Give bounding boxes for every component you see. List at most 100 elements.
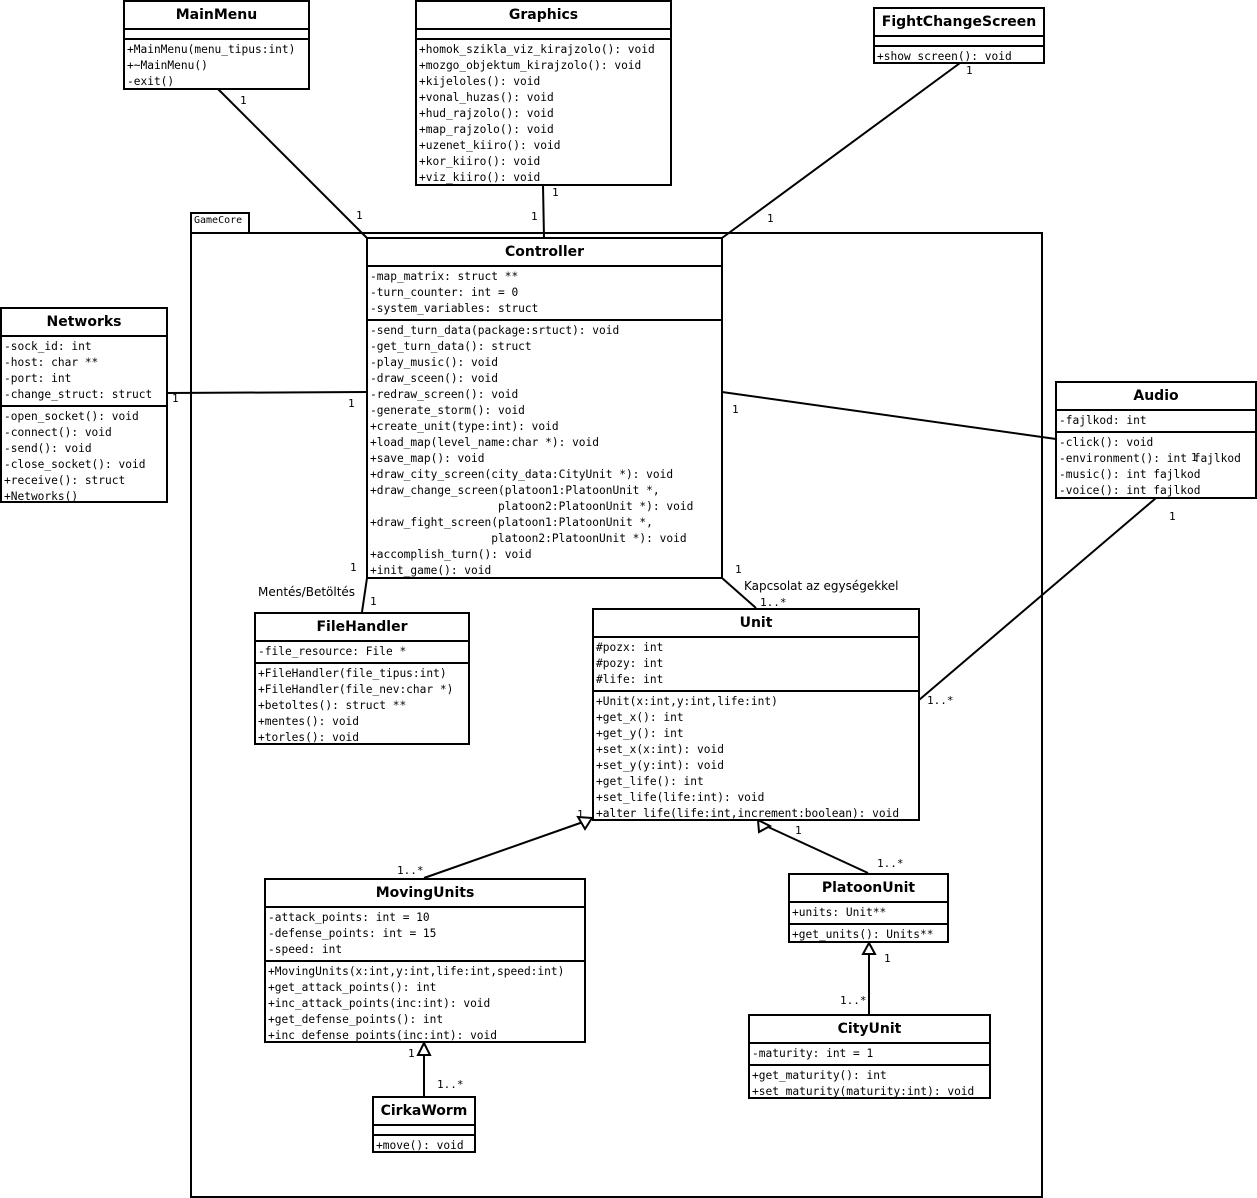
operation: +mentes(): void: [258, 715, 360, 728]
attribute: -map_matrix: struct **: [370, 270, 519, 283]
class-unit[interactable]: Unit#pozx: int#pozy: int#life: int+Unit(…: [592, 608, 920, 821]
mult-label: 1: [240, 94, 247, 107]
attribute: -port: int: [4, 372, 72, 385]
gen-platoonunit-unit: [765, 825, 869, 874]
operations-compartment: +move(): void: [374, 1136, 474, 1156]
operation: -send_turn_data(package:srtuct): void: [370, 324, 620, 337]
class-filehandler[interactable]: FileHandler-file_resource: File *+FileHa…: [254, 612, 470, 745]
operations-compartment: -open_socket(): void -connect(): void -sen…: [2, 407, 166, 507]
attributes-compartment: #pozx: int #pozy: int #life: int: [594, 638, 918, 692]
class-name: Networks: [2, 309, 166, 337]
attribute: #pozy: int: [596, 657, 664, 670]
attribute: -sock_id: int: [4, 340, 92, 353]
class-networks[interactable]: Networks -sock_id: int -host: char ** -port…: [0, 307, 168, 503]
attributes-compartment: [125, 30, 308, 40]
operation: +kijeloles(): void: [419, 75, 541, 88]
operations-compartment: +FileHandler(file_tipus:int)+FileHandler…: [256, 664, 468, 748]
mult-label: 1: [350, 561, 357, 574]
gen-movingunits-unit: [423, 821, 584, 879]
mult-label: 1: [348, 397, 355, 410]
operations-compartment: +get_units(): Units**: [790, 925, 947, 945]
attribute: +units: Unit**: [792, 906, 887, 919]
mult-label: 1..*: [877, 857, 904, 870]
operation: +inc_defense_points(inc:int): void: [268, 1029, 498, 1042]
operation: -open_socket(): void: [4, 410, 139, 423]
mult-label: 1: [767, 212, 774, 225]
operation: +draw_fight_screen(platoon1:PlatoonUnit …: [370, 516, 687, 545]
mult-label: 1: [577, 808, 584, 821]
operations-compartment: +get_maturity(): int+set_maturity(maturi…: [750, 1066, 989, 1102]
operation: -send(): void: [4, 442, 92, 455]
attribute: #pozx: int: [596, 641, 664, 654]
attributes-compartment: -maturity: int = 1: [750, 1044, 989, 1066]
operation: -close_socket(): void: [4, 458, 146, 471]
operation: +set_x(x:int): void: [596, 743, 724, 756]
class-audio[interactable]: Audio-fajlkod: int-click(): void-environ…: [1055, 381, 1257, 499]
operation: +MovingUnits(x:int,y:int,life:int,speed:…: [268, 965, 565, 978]
operation: +vonal_huzas(): void: [419, 91, 554, 104]
attribute: -change_struct: struct: [4, 388, 153, 401]
operation: +receive(): struct: [4, 474, 126, 487]
attribute: -host: char **: [4, 356, 99, 369]
operation: +map_rajzolo(): void: [419, 123, 554, 136]
attributes-compartment: [875, 37, 1043, 47]
package-body: [190, 232, 1043, 1198]
operation: +move(): void: [376, 1139, 464, 1152]
operation: +get_x(): int: [596, 711, 684, 724]
class-graphics[interactable]: Graphics+homok_szikla_viz_kirajzolo(): v…: [415, 0, 672, 186]
operations-compartment: +MainMenu(menu_tipus:int)+~MainMenu()-ex…: [125, 40, 308, 92]
class-cityunit[interactable]: CityUnit-maturity: int = 1+get_maturity(…: [748, 1014, 991, 1099]
association-label-kapcsolat: Kapcsolat az egységekkel: [744, 579, 899, 593]
operation: -draw_sceen(): void: [370, 372, 498, 385]
operation: +betoltes(): struct **: [258, 699, 407, 712]
operation: +show_screen(): void: [877, 50, 1012, 63]
class-fightchangescreen[interactable]: FightChangeScreen +show_screen(): void: [873, 7, 1045, 64]
operation: +kor_kiiro(): void: [419, 155, 541, 168]
operations-compartment: +homok_szikla_viz_kirajzolo(): void+mozg…: [417, 40, 670, 188]
class-name: MainMenu: [125, 2, 308, 30]
generalization-arrowhead: [576, 815, 594, 831]
attributes-compartment: -sock_id: int -host: char ** -port: int -ch…: [2, 337, 166, 407]
mult-label: 1: [795, 824, 802, 837]
operation: +set_y(y:int): void: [596, 759, 724, 772]
operation: -music(): int fajlkod: [1059, 468, 1201, 481]
mult-label: 1: [1191, 451, 1198, 464]
mult-label: 1: [370, 595, 377, 608]
assoc-audio-unit: [918, 497, 1157, 701]
class-controller[interactable]: Controller-map_matrix: struct **-turn_co…: [366, 237, 723, 579]
mult-label: 1: [735, 563, 742, 576]
operation: +FileHandler(file_nev:char *): [258, 683, 454, 696]
operation: +accomplish_turn(): void: [370, 548, 532, 561]
assoc-networks-controller: [166, 391, 368, 394]
class-platoonunit[interactable]: PlatoonUnit+units: Unit**+get_units(): U…: [788, 873, 949, 943]
assoc-controller-filehandler: [361, 577, 368, 613]
class-mainmenu[interactable]: MainMenu +MainMenu(menu_tipus:int)+~MainM…: [123, 0, 310, 90]
operation: +draw_change_screen(platoon1:PlatoonUnit…: [370, 484, 694, 513]
operation: +uzenet_kiiro(): void: [419, 139, 561, 152]
operation: -redraw_screen(): void: [370, 388, 519, 401]
class-cirkaworm[interactable]: CirkaWorm+move(): void: [372, 1096, 476, 1153]
operation: +homok_szikla_viz_kirajzolo(): void: [419, 43, 655, 56]
class-name: FightChangeScreen: [875, 9, 1043, 37]
operation: +inc_attack_points(inc:int): void: [268, 997, 491, 1010]
attribute: #life: int: [596, 673, 664, 686]
operation: +get_y(): int: [596, 727, 684, 740]
mult-label: 1: [966, 64, 973, 77]
operation: +alter_life(life:int,increment:boolean):…: [596, 807, 900, 820]
mult-label: 1: [884, 952, 891, 965]
assoc-controller-audio: [721, 391, 1057, 440]
operation: +~MainMenu(): [127, 59, 208, 72]
class-movingunits[interactable]: MovingUnits-attack_points: int = 10-defe…: [264, 878, 586, 1043]
assoc-controller-unit: [721, 577, 757, 609]
operation: +init_game(): void: [370, 564, 492, 577]
operation: +Networks(): [4, 490, 79, 503]
operation: +get_defense_points(): int: [268, 1013, 444, 1026]
operation: -connect(): void: [4, 426, 112, 439]
operations-compartment: +show_screen(): void: [875, 47, 1043, 67]
operation: +hud_rajzolo(): void: [419, 107, 554, 120]
operation: +set_maturity(maturity:int): void: [752, 1085, 975, 1098]
mult-label: 1..*: [437, 1078, 464, 1091]
operation: +get_attack_points(): int: [268, 981, 437, 994]
operation: +load_map(level_name:char *): void: [370, 436, 600, 449]
class-name: MovingUnits: [266, 880, 584, 908]
